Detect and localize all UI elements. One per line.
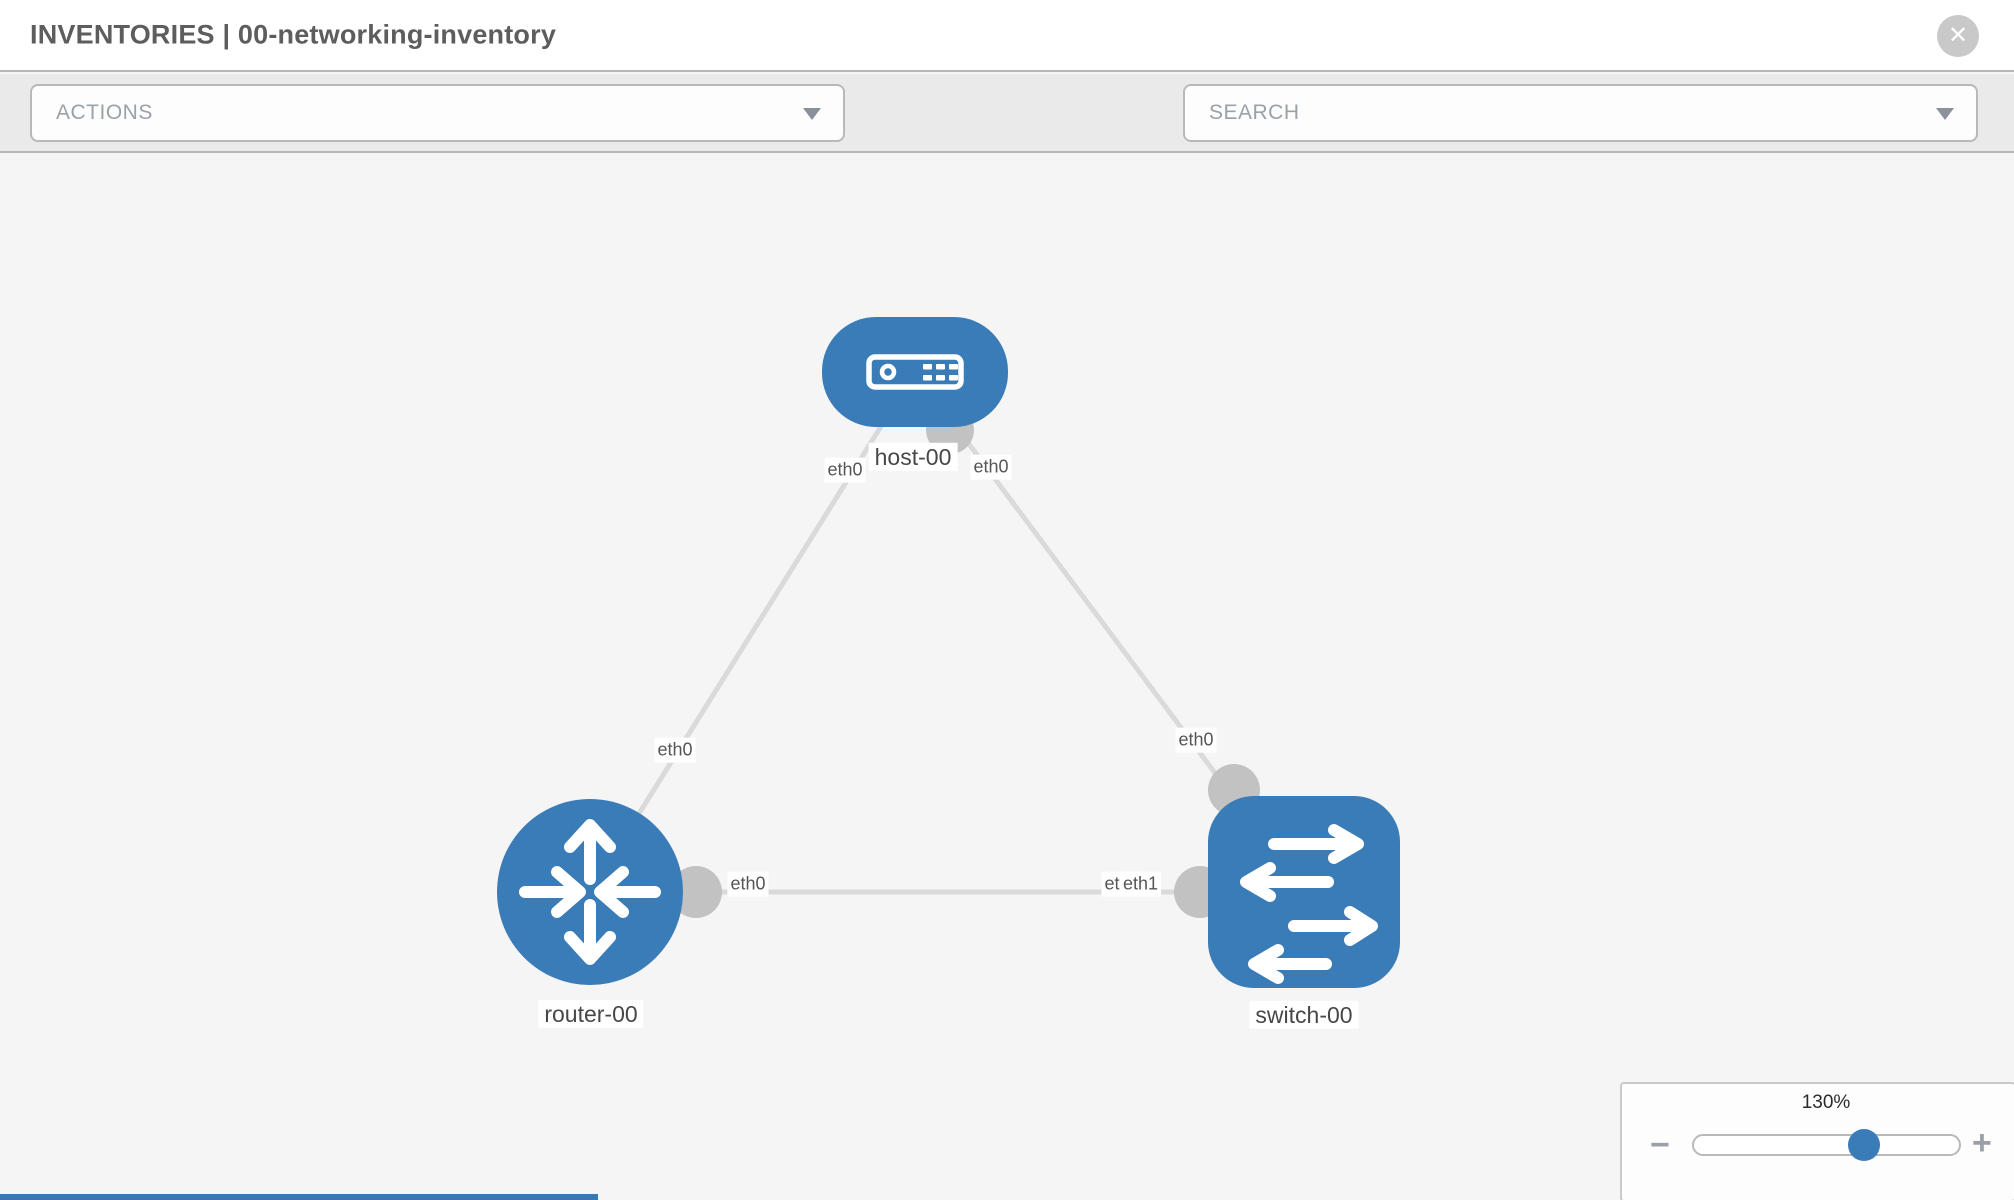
links-layer <box>587 370 1307 918</box>
interface-label: eth1 <box>1120 871 1162 897</box>
interface-label: eth0 <box>970 454 1012 480</box>
close-button[interactable]: ✕ <box>1937 15 1979 57</box>
host-icon <box>866 354 964 390</box>
interface-label: eth0 <box>824 457 866 483</box>
actions-dropdown-label: ACTIONS <box>56 101 153 124</box>
interface-label: eth0 <box>727 871 769 897</box>
interface-dot[interactable] <box>670 866 722 918</box>
header-bar: INVENTORIES | 00-networking-inventory ✕ <box>0 0 2014 72</box>
search-dropdown[interactable]: SEARCH <box>1183 84 1978 142</box>
interface-label: eth0 <box>654 737 696 763</box>
node-label-switch: switch-00 <box>1249 1000 1359 1030</box>
actions-dropdown[interactable]: ACTIONS <box>30 84 845 142</box>
topology-canvas[interactable]: host-00 router-00 switch-00 eth0 eth0 et… <box>0 153 2014 1200</box>
node-host-00[interactable] <box>822 317 1008 427</box>
node-label-host: host-00 <box>868 442 958 472</box>
zoom-in-button[interactable]: + <box>1972 1124 1992 1162</box>
page-title: INVENTORIES | 00-networking-inventory <box>30 19 557 50</box>
close-icon: ✕ <box>1947 22 1969 49</box>
search-dropdown-label: SEARCH <box>1209 101 1300 124</box>
zoom-slider-track[interactable] <box>1692 1134 1961 1156</box>
node-switch-00[interactable] <box>1208 796 1400 988</box>
node-label-router: router-00 <box>538 999 644 1029</box>
switch-icon <box>1240 824 1378 984</box>
zoom-slider-thumb[interactable] <box>1848 1129 1880 1161</box>
interface-label: eth0 <box>1175 727 1217 753</box>
router-icon <box>519 819 661 965</box>
clipped-blue-bar <box>0 1194 598 1200</box>
zoom-panel: 130% − + <box>1620 1082 2014 1200</box>
chevron-down-icon <box>1936 108 1954 120</box>
chevron-down-icon <box>803 108 821 120</box>
node-router-00[interactable] <box>497 799 683 985</box>
zoom-out-button[interactable]: − <box>1650 1126 1670 1164</box>
zoom-level-label: 130% <box>1801 1092 1851 1113</box>
toolbar: ACTIONS SEARCH <box>0 74 2014 204</box>
